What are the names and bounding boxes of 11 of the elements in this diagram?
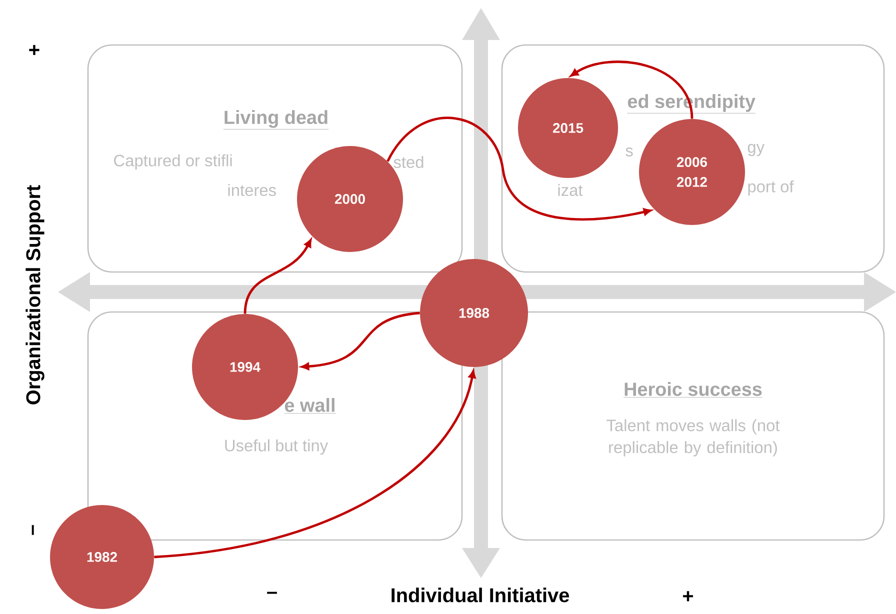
axis-label: – (267, 592, 277, 594)
arrow (154, 370, 476, 558)
arrow (301, 312, 420, 370)
axis-label: Individual Initiative (392, 588, 570, 602)
axis-label: + (29, 44, 40, 55)
arrow (244, 239, 312, 314)
arrow (386, 117, 652, 220)
axis-label: + (683, 591, 694, 602)
quadrant-box: Heroic success Talent moves walls (not replicable by definition) (501, 311, 885, 541)
arrow (570, 60, 694, 119)
axis-label: Organizational Support (26, 185, 44, 404)
